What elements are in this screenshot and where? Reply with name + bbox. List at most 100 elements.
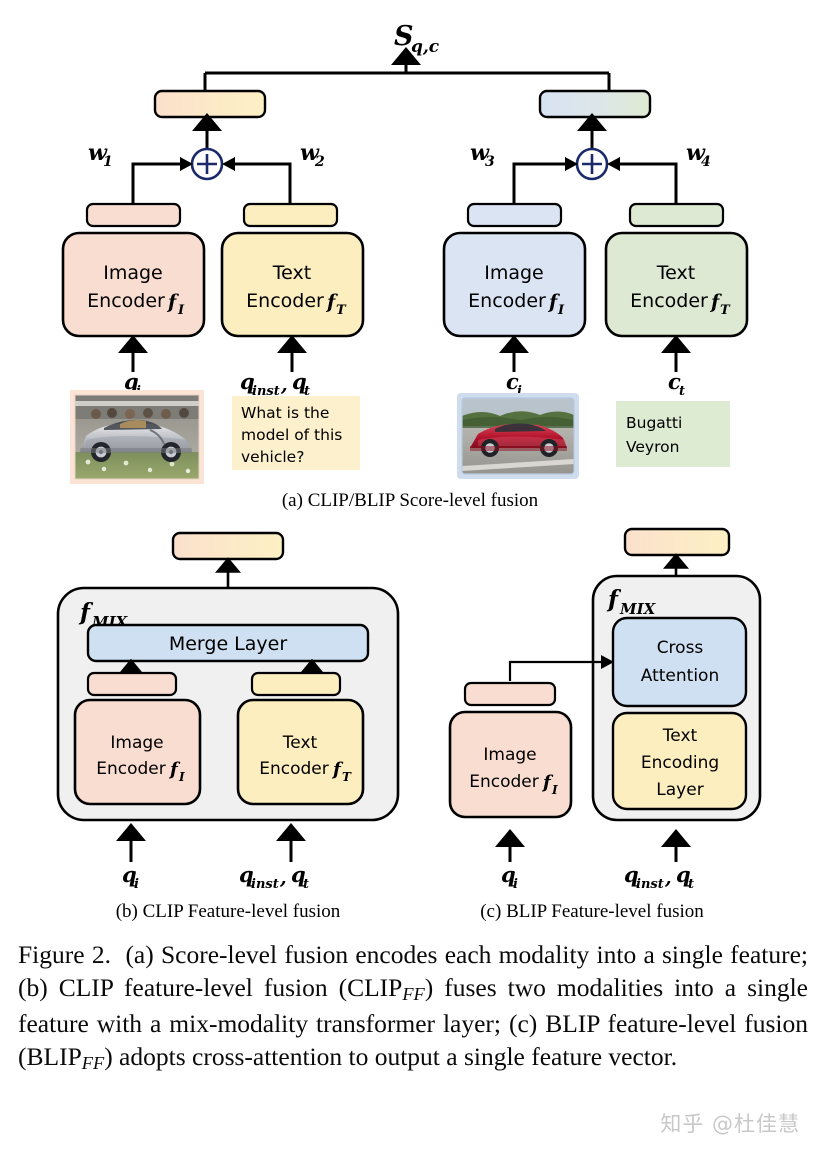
- svg-text:,: ,: [280, 374, 288, 396]
- figure-caption-prefix: Figure 2.: [18, 940, 111, 969]
- svg-text:q: q: [291, 862, 306, 887]
- candidate-text-encoder: Text Encoder f T: [604, 231, 749, 338]
- svg-text:T: T: [342, 770, 352, 784]
- text-encoding-layer-box: Text Encoding Layer: [611, 711, 748, 811]
- svg-text:,: ,: [279, 867, 287, 889]
- svg-text:q: q: [292, 369, 307, 394]
- text-encoding-line2: Encoding: [641, 753, 719, 773]
- query-text-line-2: model of this: [241, 426, 342, 444]
- figure-caption-part3: ) adopts cross-attention to output a sin…: [104, 1042, 678, 1072]
- svg-text:2: 2: [314, 154, 325, 170]
- candidate-sum-node: [575, 147, 609, 181]
- panel-c-input-qinst-qt: q inst , q t: [624, 862, 694, 892]
- score-symbol-sub: q,c: [411, 37, 440, 57]
- svg-text:Image: Image: [483, 745, 536, 765]
- w2-path: [229, 162, 292, 205]
- cross-attention-line2: Attention: [641, 666, 719, 686]
- weight-label-w3: w 3: [470, 140, 495, 170]
- svg-text:,: ,: [664, 867, 672, 889]
- panel-c-input-qi: q i: [501, 862, 518, 892]
- encoder-line1: Image: [484, 262, 544, 284]
- input-symbol-qinst-qt: q inst , q t: [240, 369, 310, 399]
- merge-layer: Merge Layer: [86, 623, 370, 663]
- panel-b-input-qinst-qt: q inst , q t: [239, 862, 309, 892]
- svg-text:MIX: MIX: [619, 600, 657, 618]
- panel-b-image-encoder: Image Encoder f I: [73, 698, 202, 806]
- weight-label-w4: w 4: [686, 140, 711, 170]
- svg-text:q: q: [624, 862, 639, 887]
- panel-c-image-encoder: Image Encoder f I: [448, 710, 573, 819]
- query-text-line-1: What is the: [241, 404, 329, 422]
- svg-text:i: i: [134, 877, 139, 892]
- candidate-text-line-2: Veyron: [626, 438, 679, 456]
- svg-text:c: c: [506, 369, 519, 394]
- svg-text:inst: inst: [636, 877, 664, 892]
- panel-b-input-qi: q i: [122, 862, 139, 892]
- panel-b-text-encoder: Text Encoder f T: [236, 698, 365, 806]
- cross-attention-line1: Cross: [657, 638, 704, 658]
- svg-text:Encoder: Encoder: [259, 759, 329, 779]
- figure-caption-sub2: FF: [81, 1053, 105, 1074]
- weight-label-w2: w 2: [300, 140, 325, 170]
- w4-arrowhead: [607, 157, 620, 171]
- svg-text:I: I: [178, 770, 185, 784]
- svg-text:3: 3: [485, 154, 495, 170]
- cross-attention-box: Cross Attention: [611, 616, 748, 708]
- encoder-fn-sub: T: [720, 303, 731, 318]
- svg-text:q: q: [122, 862, 137, 887]
- svg-text:Encoder: Encoder: [469, 772, 539, 792]
- query-text-feature-bar: [242, 202, 339, 228]
- figure-caption-part1: (a) Score-level fusion encodes each moda…: [18, 940, 809, 1003]
- score-symbol-text: S: [394, 21, 414, 52]
- encoder-line2: Encoder: [246, 290, 324, 312]
- svg-text:q: q: [676, 862, 691, 887]
- svg-text:t: t: [688, 877, 694, 892]
- svg-text:I: I: [551, 783, 558, 797]
- candidate-text-line-1: Bugatti: [626, 414, 682, 432]
- encoder-fn-sub: I: [177, 303, 185, 318]
- w3-arrowhead: [565, 157, 578, 171]
- svg-text:4: 4: [701, 154, 711, 170]
- zhihu-watermark: 知乎 @杜佳慧: [660, 1112, 800, 1136]
- panel-b-text-feature-bar: [250, 671, 342, 697]
- encoder-fn-sub: I: [557, 303, 565, 318]
- panel-b: f MIX Merge Layer Image Encoder f I Text…: [56, 531, 400, 922]
- encoder-fn: f: [547, 291, 560, 313]
- svg-text:q: q: [240, 369, 255, 394]
- input-symbol-ct: c t: [668, 369, 685, 399]
- svg-text:Text: Text: [282, 733, 318, 753]
- query-image-encoder: Image Encoder f I: [61, 231, 206, 338]
- query-image-thumbnail: [70, 390, 204, 484]
- query-text-encoder: Text Encoder f T: [220, 231, 365, 338]
- w4-path: [614, 162, 678, 205]
- merge-layer-label: Merge Layer: [169, 633, 288, 655]
- panel-c-image-feature-bar: [463, 681, 557, 707]
- candidate-image-feature-bar: [466, 202, 563, 228]
- encoder-line2: Encoder: [87, 290, 165, 312]
- panel-c-caption: (c) BLIP Feature-level fusion: [480, 901, 704, 922]
- svg-text:c: c: [668, 369, 681, 394]
- w3-path: [512, 162, 571, 205]
- encoder-fn: f: [325, 291, 338, 313]
- encoder-line2: Encoder: [630, 290, 708, 312]
- candidate-image-thumbnail: [457, 393, 579, 479]
- w1-arrowhead: [180, 157, 193, 171]
- candidate-fused-feature-bar: [538, 89, 652, 119]
- encoder-line1: Text: [656, 262, 695, 284]
- panel-a-caption: (a) CLIP/BLIP Score-level fusion: [282, 490, 539, 511]
- panel-c-elbow-connector: [508, 660, 604, 681]
- svg-text:Encoder: Encoder: [96, 759, 166, 779]
- figure-caption-sub1: FF: [402, 984, 425, 1005]
- svg-text:inst: inst: [252, 384, 280, 399]
- text-encoding-line3: Layer: [656, 780, 703, 800]
- svg-text:w: w: [300, 140, 320, 166]
- svg-text:t: t: [303, 877, 309, 892]
- candidate-image-encoder: Image Encoder f I: [442, 231, 587, 338]
- w1-path: [131, 162, 186, 205]
- score-symbol: S q,c: [394, 21, 440, 57]
- svg-text:q: q: [501, 862, 516, 887]
- candidate-text-feature-bar: [628, 202, 725, 228]
- panel-b-output-feature-bar: [171, 531, 285, 561]
- query-sum-node: [190, 147, 224, 181]
- weight-label-w1: w 1: [88, 140, 113, 170]
